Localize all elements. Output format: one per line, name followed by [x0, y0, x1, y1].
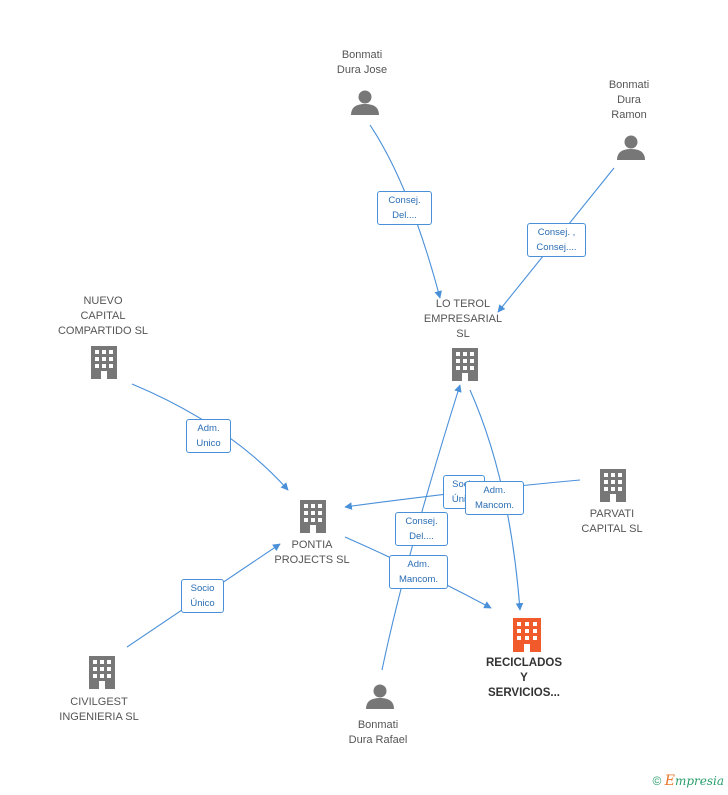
role-line: Consej. — [405, 516, 438, 527]
role-line: Consej. , — [537, 227, 576, 238]
person-icon[interactable] — [617, 135, 645, 161]
node-label-line: LO TEROL — [435, 298, 491, 310]
role-box-parvati-pontia[interactable]: Socio Único — [443, 475, 485, 509]
role-box-pontia-reciclados[interactable]: Adm. Mancom. — [389, 555, 448, 589]
building-icon[interactable] — [89, 656, 115, 689]
node-label-line: EMPRESARIAL — [423, 313, 503, 325]
person-icon[interactable] — [366, 684, 394, 710]
role-line: Consej.... — [536, 242, 577, 253]
node-label-line: PARVATI — [589, 508, 635, 520]
role-line: Adm. — [407, 559, 430, 570]
node-label-line: Bonmati — [608, 79, 650, 91]
node-label-line: PONTIA — [291, 539, 333, 551]
role-box-ramon-loterol[interactable]: Consej. , Consej.... — [527, 223, 586, 257]
node-label-pontia[interactable]: PONTIA PROJECTS SL — [274, 538, 349, 568]
node-label-civilgest[interactable]: CIVILGEST INGENIERIA SL — [59, 695, 138, 725]
node-label-bonmati-rafael[interactable]: Bonmati Dura Rafael — [349, 718, 408, 748]
role-line: Único — [451, 494, 477, 505]
focus-building-icon[interactable] — [513, 618, 541, 652]
role-line: Socio — [452, 479, 476, 490]
node-label-line: INGENIERIA SL — [59, 711, 139, 723]
node-label-bonmati-jose[interactable]: Bonmati Dura Jose — [337, 48, 387, 78]
node-label-line: COMPARTIDO SL — [57, 325, 149, 337]
node-label-bonmati-ramon[interactable]: Bonmati Dura Ramon — [609, 78, 649, 123]
role-box-jose-loterol[interactable]: Consej. Del.... — [377, 191, 432, 225]
node-label-line: PROJECTS SL — [274, 554, 350, 566]
node-label-line: CAPITAL — [80, 310, 126, 322]
node-label-line: NUEVO — [83, 295, 123, 307]
role-line: Mancom. — [474, 500, 515, 511]
role-box-nuevo-pontia[interactable]: Adm. Unico — [186, 419, 231, 453]
role-line: Unico — [196, 438, 221, 449]
role-line: Del.... — [392, 210, 417, 221]
node-label-lo-terol[interactable]: LO TEROL EMPRESARIAL SL — [424, 297, 502, 342]
brand-initial: E — [664, 773, 675, 789]
node-label-line: CIVILGEST — [70, 696, 128, 708]
role-line: Único — [190, 598, 215, 609]
node-label-line: SERVICIOS... — [487, 687, 560, 699]
role-line: Adm. — [197, 423, 220, 434]
role-box-rafael-loterol[interactable]: Consej. Del.... — [395, 512, 448, 546]
building-icon[interactable] — [452, 348, 478, 381]
node-label-line: Dura — [617, 94, 641, 106]
role-line: Socio — [190, 583, 215, 594]
node-label-line: CAPITAL SL — [581, 523, 643, 535]
building-icon[interactable] — [300, 500, 326, 533]
role-line: Del.... — [409, 531, 434, 542]
node-label-line: Dura Jose — [336, 64, 388, 76]
role-line: Consej. — [388, 195, 421, 206]
brand-name: mpresia — [674, 774, 724, 788]
node-label-line: SL — [456, 328, 470, 340]
role-box-loterol-reciclados[interactable]: Adm. Mancom. — [465, 481, 524, 515]
node-label-line: Bonmati — [341, 49, 383, 61]
building-icon[interactable] — [91, 346, 117, 379]
empresia-watermark: © Empresia — [653, 773, 724, 789]
node-label-parvati[interactable]: PARVATI CAPITAL SL — [581, 507, 642, 537]
building-icon[interactable] — [600, 469, 626, 502]
role-box-civilgest-pontia[interactable]: Socio Único — [181, 579, 224, 613]
role-line: Mancom. — [398, 574, 439, 585]
node-label-line: RECICLADOS — [485, 657, 563, 669]
copyright-icon: © — [652, 774, 662, 788]
node-label-line: Bonmati — [357, 719, 399, 731]
role-line: Adm. — [483, 485, 506, 496]
node-label-line: Y — [520, 672, 528, 684]
node-label-nuevo-capital[interactable]: NUEVO CAPITAL COMPARTIDO SL — [58, 294, 148, 339]
node-label-reciclados[interactable]: RECICLADOS Y SERVICIOS... — [486, 656, 562, 701]
person-icon[interactable] — [351, 90, 379, 116]
node-label-line: Ramon — [611, 109, 647, 121]
node-label-line: Dura Rafael — [348, 734, 408, 746]
